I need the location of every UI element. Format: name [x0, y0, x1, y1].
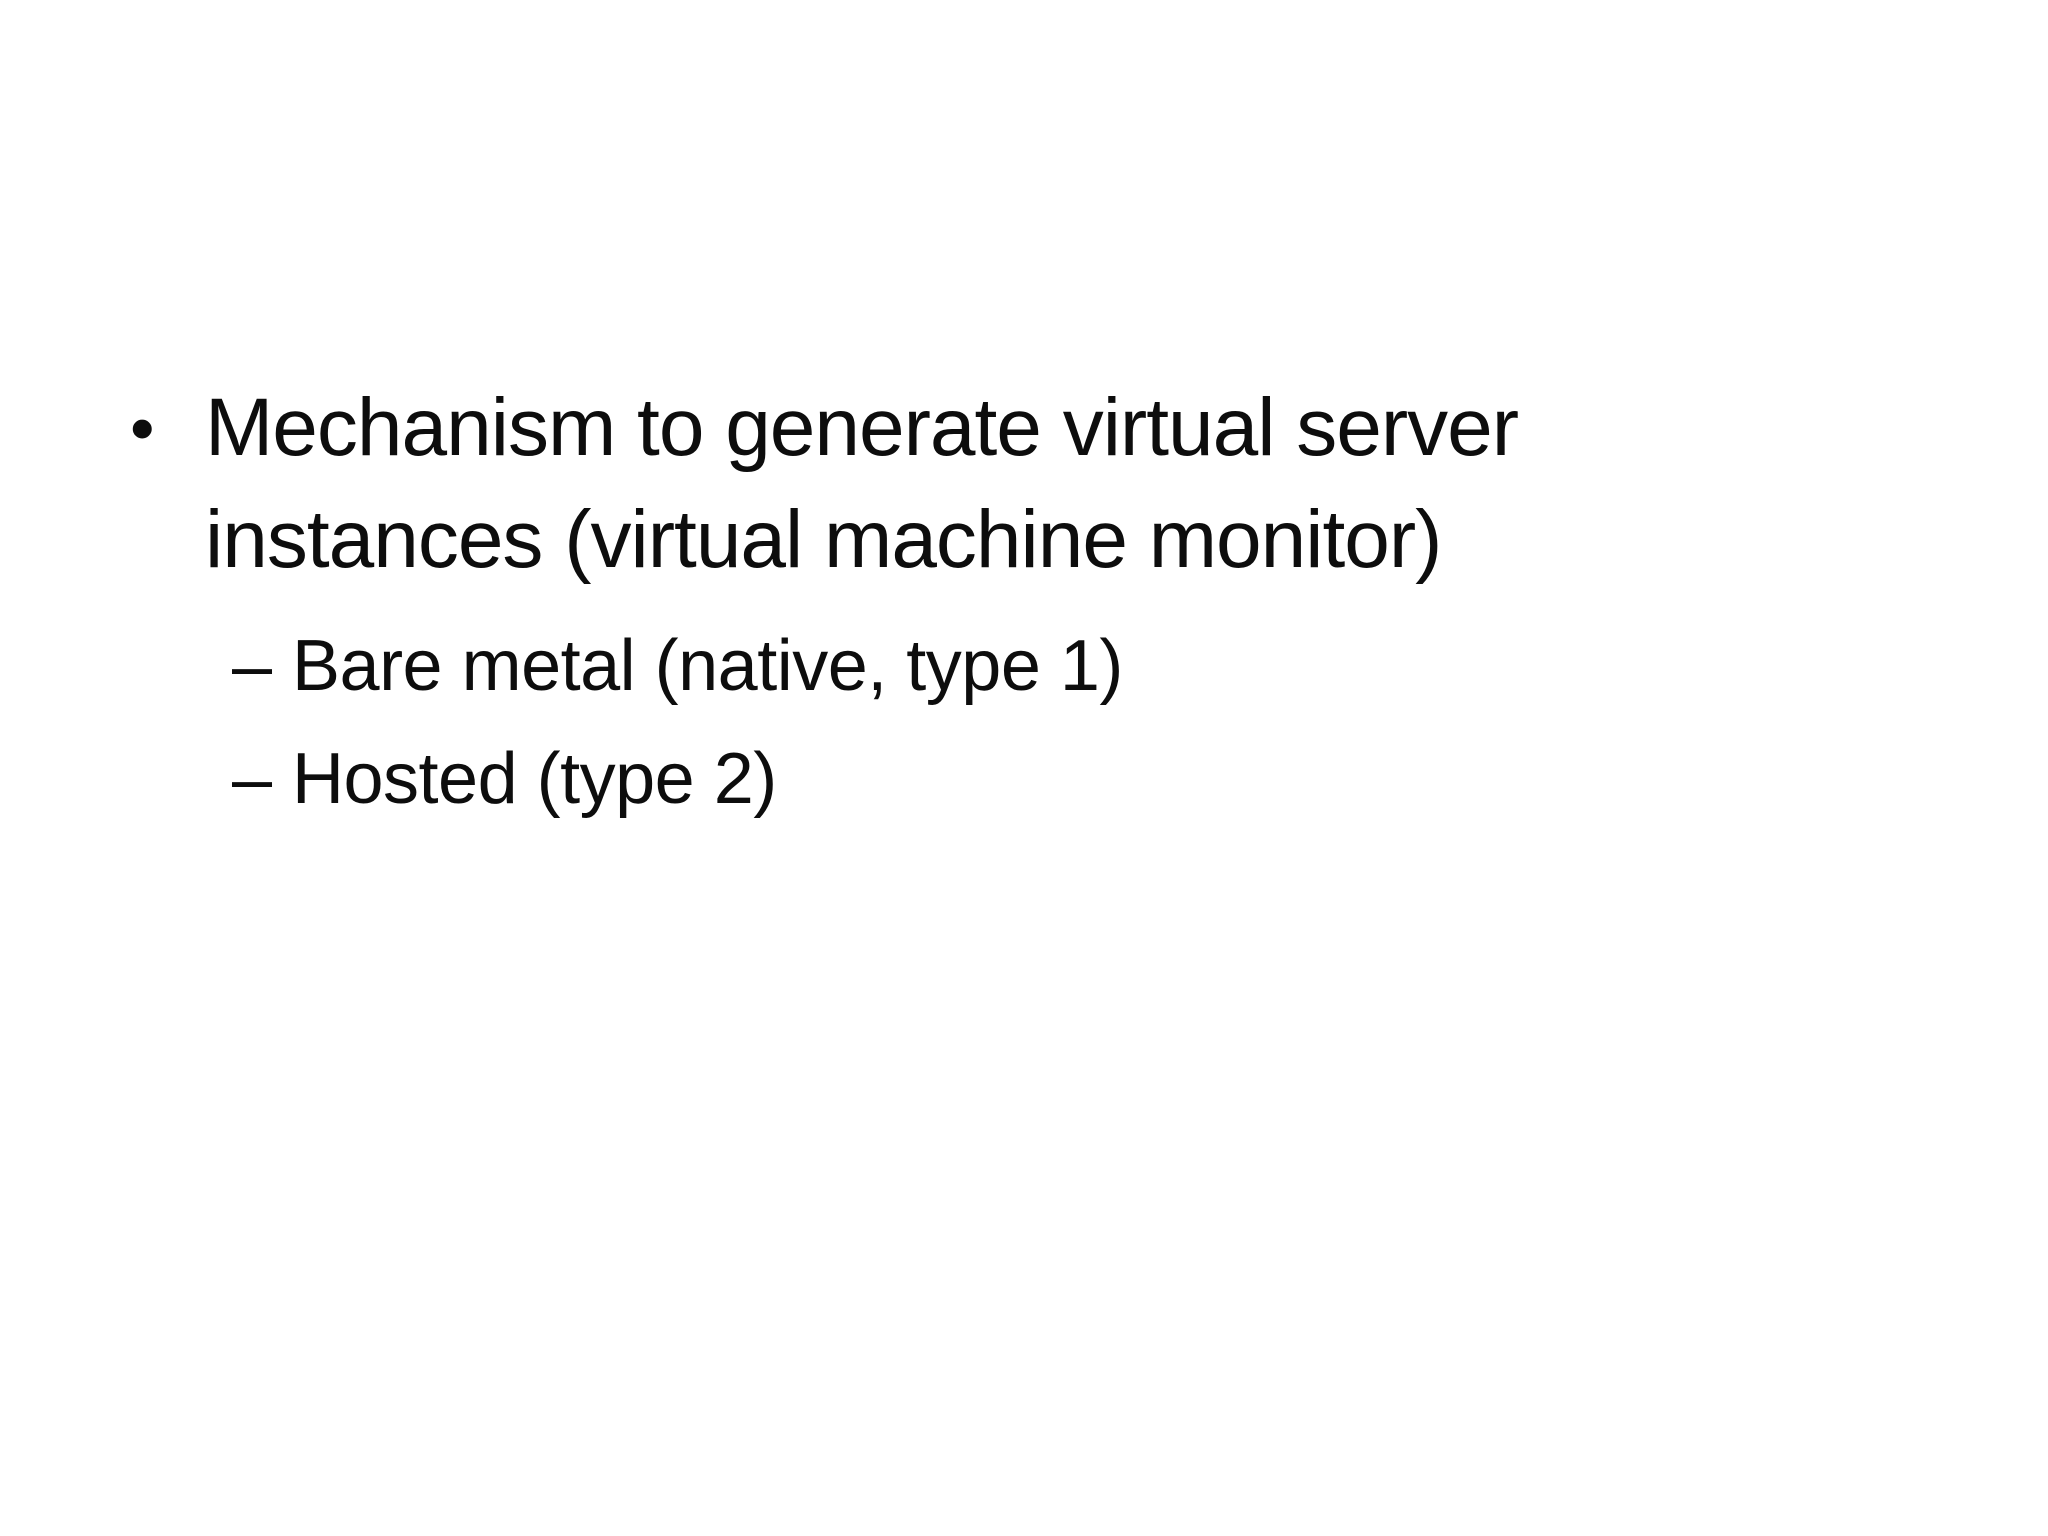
dash-marker: –	[232, 626, 273, 706]
sub-bullet-item: – Hosted (type 2)	[232, 723, 1830, 836]
bullet-marker: •	[130, 389, 155, 467]
sub-bullet-text: Bare metal (native, type 1)	[292, 626, 1123, 706]
slide-body: • Mechanism to generate virtual server i…	[130, 372, 1830, 836]
sub-bullet-item: – Bare metal (native, type 1)	[232, 610, 1830, 723]
sub-bullet-list: – Bare metal (native, type 1) – Hosted (…	[130, 610, 1830, 836]
sub-bullet-text: Hosted (type 2)	[292, 739, 777, 819]
dash-marker: –	[232, 739, 273, 819]
bullet-text: Mechanism to generate virtual server ins…	[205, 382, 1519, 585]
bullet-item: • Mechanism to generate virtual server i…	[130, 372, 1830, 596]
